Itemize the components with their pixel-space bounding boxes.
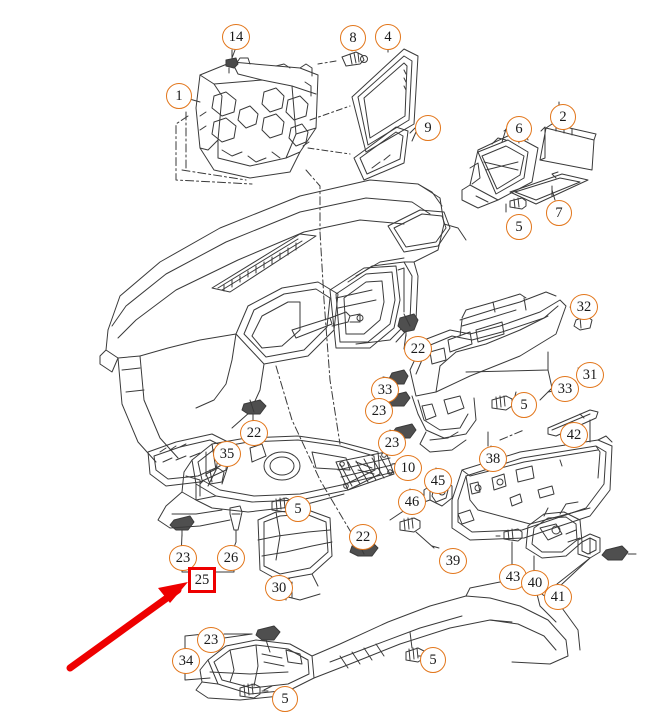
part-34-console-trim [195,581,581,701]
callout-23-bottom[interactable]: 23 [197,627,225,653]
highlighted-callout-25[interactable]: 25 [188,567,216,593]
callout-32[interactable]: 32 [570,294,598,320]
part-35-lower-trim-panel [157,435,381,529]
part-26-pin [229,505,243,543]
callout-31[interactable]: 31 [576,362,604,388]
callout-45[interactable]: 45 [424,468,452,494]
callout-35[interactable]: 35 [213,441,241,467]
part-22-clip-rightlower [601,545,629,561]
part-22-clip-left [241,399,267,423]
part-23-clip-bottom [223,625,281,653]
callout-5-bottomright[interactable]: 5 [420,647,446,673]
callout-41[interactable]: 41 [544,584,572,610]
callout-8[interactable]: 8 [340,25,366,51]
part-2-vent-cover [539,101,597,171]
callout-33-right[interactable]: 33 [551,376,579,402]
part-43-screw [495,528,523,553]
callout-10[interactable]: 10 [394,455,422,481]
callout-22-center[interactable]: 22 [404,336,432,362]
callout-38[interactable]: 38 [479,446,507,472]
callout-6[interactable]: 6 [506,116,532,142]
callout-22-left[interactable]: 22 [240,420,268,446]
part-23-clip-lowerleft [169,515,195,537]
callout-23-upper[interactable]: 23 [365,398,393,424]
callout-42[interactable]: 42 [560,422,588,448]
callout-2[interactable]: 2 [550,104,576,130]
callout-4[interactable]: 4 [375,24,401,50]
callout-5-vent[interactable]: 5 [506,214,532,240]
part-22-clip-center [397,313,419,337]
callout-14[interactable]: 14 [222,24,250,50]
part-9-lower-trim [307,105,417,181]
part-38-glovebox-bin [451,419,613,541]
part-39-screw [399,517,435,549]
part-7-vent-frame [509,171,589,205]
callout-23-mid[interactable]: 23 [378,430,406,456]
callout-9[interactable]: 9 [415,115,441,141]
callout-46[interactable]: 46 [398,489,426,515]
part-35-pin [199,457,225,485]
main-instrument-panel [99,179,467,487]
callout-26[interactable]: 26 [217,545,245,571]
part-5-vent-screw [505,197,527,213]
part-5-bottom-screw [239,683,269,699]
callout-39[interactable]: 39 [439,548,467,574]
callout-5-trim[interactable]: 5 [285,496,311,522]
callout-1[interactable]: 1 [166,83,192,109]
callout-30[interactable]: 30 [265,575,293,601]
callout-5-bottom[interactable]: 5 [272,686,298,712]
callout-7[interactable]: 7 [546,200,572,226]
part-10-mesh-mat [335,451,407,491]
callout-22-lower[interactable]: 22 [349,524,377,550]
part-1-center-console-carrier [195,57,319,179]
callout-34[interactable]: 34 [172,648,200,674]
part-41-cylinder [559,533,601,587]
part-31-leader [465,351,553,401]
part-4-trim-frame [351,38,419,153]
callout-5-glovebox[interactable]: 5 [511,392,537,418]
part-31-glovebox-frame [409,291,567,453]
callout-23-lowerleft[interactable]: 23 [169,545,197,571]
